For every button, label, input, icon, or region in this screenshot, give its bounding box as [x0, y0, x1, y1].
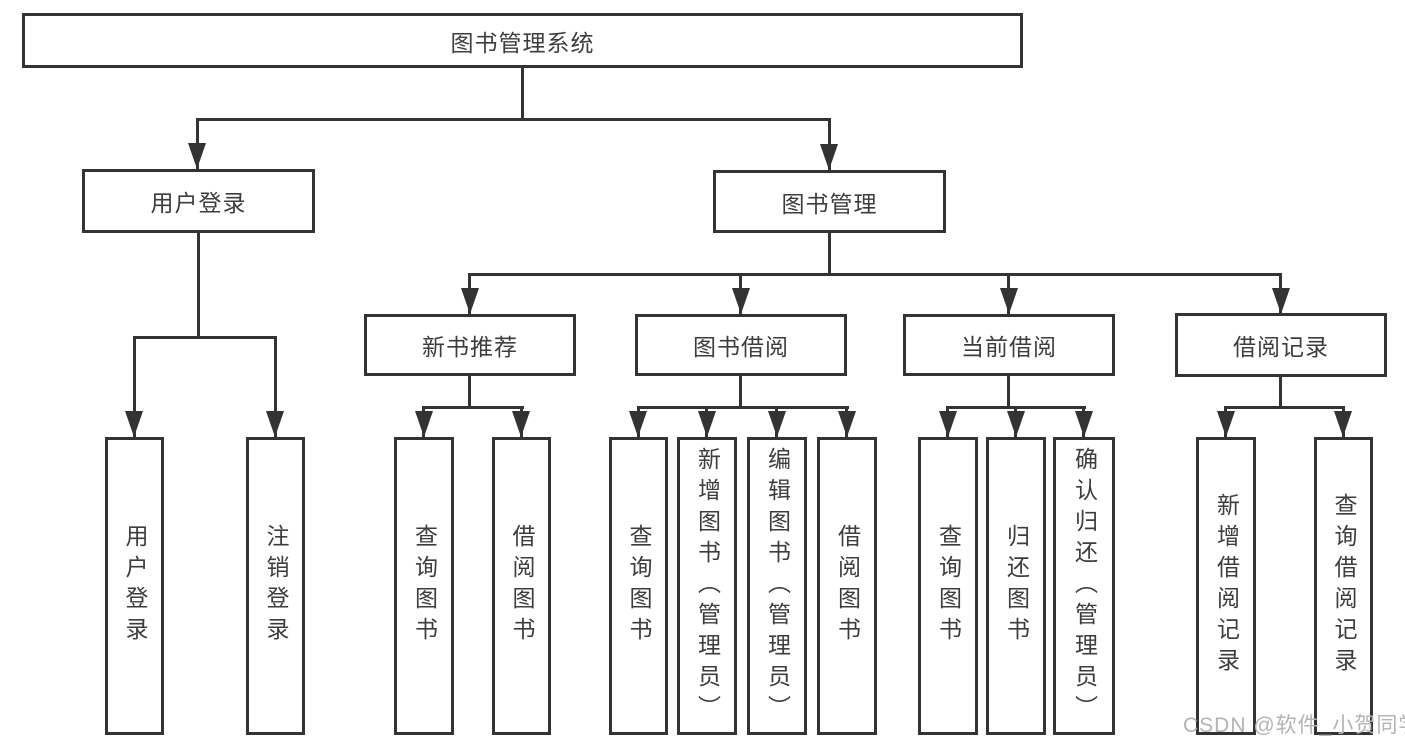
arrow-down-icon	[1075, 411, 1093, 437]
arrow-down-icon	[939, 411, 957, 437]
node-return-book: 归还图书	[986, 437, 1046, 735]
connector-horizontal	[196, 118, 831, 121]
node-root-label: 图书管理系统	[450, 29, 595, 56]
node-query-books: 查询图书	[609, 437, 668, 735]
node-label: 归还图书	[1003, 524, 1030, 648]
node-label: 新书推荐	[422, 334, 518, 360]
node-user-login: 用户登录	[82, 169, 315, 233]
connector-vertical	[1279, 377, 1282, 408]
arrow-down-icon	[1007, 411, 1025, 437]
connector-horizontal	[422, 406, 524, 409]
node-label: 注销登录	[263, 524, 289, 648]
node-label: 借阅图书	[509, 524, 535, 648]
node-label: 借阅图书	[834, 524, 861, 648]
arrow-down-icon	[415, 411, 433, 437]
connector-horizontal	[133, 336, 277, 339]
arrow-down-icon	[1272, 288, 1290, 314]
connector-vertical	[274, 336, 277, 437]
arrow-down-icon	[188, 143, 206, 169]
arrow-down-icon	[1217, 411, 1235, 437]
node-book-management: 图书管理	[713, 170, 946, 233]
node-label: 查询图书	[411, 524, 438, 648]
node-root: 图书管理系统	[22, 13, 1023, 68]
node-label: 当前借阅	[961, 334, 1057, 360]
node-new-book-recommend: 新书推荐	[364, 314, 576, 376]
arrow-down-icon	[125, 411, 143, 437]
arrow-down-icon	[732, 288, 750, 314]
arrow-down-icon	[512, 411, 530, 437]
arrow-down-icon	[629, 411, 647, 437]
node-label: 查询借阅记录	[1331, 493, 1357, 679]
node-label: 用户登录	[150, 190, 247, 216]
node-label: 借阅记录	[1233, 334, 1329, 360]
node-book-borrow: 图书借阅	[635, 314, 847, 376]
node-label: 新增图书（管理员）	[694, 446, 721, 726]
csdn-watermark: CSDN @软件_小贺同学	[1183, 714, 1405, 737]
node-current-borrow: 当前借阅	[903, 314, 1115, 376]
node-label: 查询图书	[626, 524, 652, 648]
node-label: 查询图书	[935, 524, 962, 648]
node-label: 用户登录	[122, 524, 148, 648]
arrow-down-icon	[820, 144, 838, 170]
node-confirm-return-admin: 确认归还（管理员）	[1053, 437, 1115, 735]
connector-vertical	[521, 68, 524, 120]
node-label: 图书管理	[781, 190, 878, 217]
arrow-down-icon	[266, 411, 284, 437]
connector-vertical	[197, 233, 200, 337]
node-query-books: 查询图书	[918, 437, 978, 735]
node-borrow-books: 借阅图书	[492, 437, 551, 735]
connector-horizontal	[468, 273, 1282, 276]
node-user-login-leaf: 用户登录	[105, 437, 164, 735]
arrow-down-icon	[461, 288, 479, 314]
node-borrow-records: 借阅记录	[1175, 313, 1387, 377]
node-logout: 注销登录	[246, 437, 305, 735]
node-edit-book-admin: 编辑图书（管理员）	[747, 437, 807, 735]
node-label: 图书借阅	[693, 334, 789, 360]
node-add-book-admin: 新增图书（管理员）	[677, 437, 737, 735]
arrow-down-icon	[1334, 411, 1352, 437]
arrow-down-icon	[838, 411, 856, 437]
node-label: 编辑图书（管理员）	[764, 446, 791, 726]
arrow-down-icon	[698, 411, 716, 437]
connector-vertical	[468, 376, 471, 408]
connector-vertical	[1007, 376, 1010, 408]
arrow-down-icon	[1000, 288, 1018, 314]
node-label: 新增借阅记录	[1213, 493, 1240, 679]
connector-vertical	[133, 336, 136, 437]
node-query-books: 查询图书	[394, 437, 454, 735]
arrow-down-icon	[768, 411, 786, 437]
connector-horizontal	[1224, 406, 1345, 409]
node-borrow-books: 借阅图书	[817, 437, 877, 735]
node-label: 确认归还（管理员）	[1071, 446, 1098, 726]
node-query-borrow-record: 查询借阅记录	[1314, 437, 1373, 735]
connector-vertical	[739, 376, 742, 408]
connector-vertical	[828, 233, 831, 275]
node-add-borrow-record: 新增借阅记录	[1196, 437, 1256, 735]
connector-horizontal	[637, 406, 849, 409]
